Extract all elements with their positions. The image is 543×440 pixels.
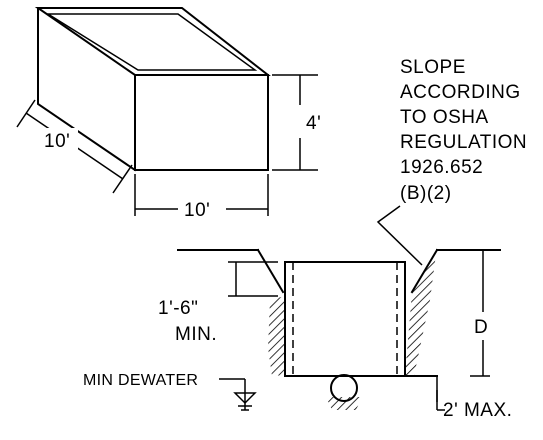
note-line-2: ACCORDING xyxy=(400,82,521,103)
box-depth-tick-a xyxy=(16,99,36,128)
offset-sub-label: MIN. xyxy=(175,324,217,345)
water-level-symbol xyxy=(233,392,257,405)
offset-label: 1'-6" xyxy=(158,298,198,319)
slope-note: SLOPE ACCORDING TO OSHA REGULATION 1926.… xyxy=(376,57,527,266)
note-line-5: 1926.652 xyxy=(400,157,483,178)
note-leader-line xyxy=(376,205,423,266)
note-line-4: REGULATION xyxy=(400,132,527,153)
slope-wall-left xyxy=(256,248,285,294)
pipe-bedding-hatch xyxy=(326,397,362,410)
cross-section: 1'-6" MIN. D 2' MAX. MIN DEWATER xyxy=(83,248,512,421)
soil-hatch-left xyxy=(268,296,285,376)
soil-hatch-right xyxy=(405,254,436,376)
box-depth-label: 10' xyxy=(44,131,70,152)
depth-label: D xyxy=(474,317,488,338)
box-top-rim xyxy=(45,13,258,71)
note-line-6: (B)(2) xyxy=(400,183,452,204)
box-left-face xyxy=(37,7,137,172)
note-line-1: SLOPE xyxy=(400,57,466,78)
note-line-3: TO OSHA xyxy=(400,107,489,128)
slope-wall-right xyxy=(410,248,439,294)
dewater-label: MIN DEWATER xyxy=(83,372,198,389)
box-width-label: 10' xyxy=(184,200,210,221)
box-height-label: 4' xyxy=(306,113,321,134)
box-front-face xyxy=(134,74,269,171)
box-depth-label-bg xyxy=(42,128,78,152)
max-label: 2' MAX. xyxy=(443,400,512,421)
pipe-circle xyxy=(330,374,358,402)
isometric-box: 10' 10' 4' xyxy=(16,7,321,221)
box-top-face xyxy=(34,7,271,76)
box-depth-tick-b xyxy=(112,164,133,194)
